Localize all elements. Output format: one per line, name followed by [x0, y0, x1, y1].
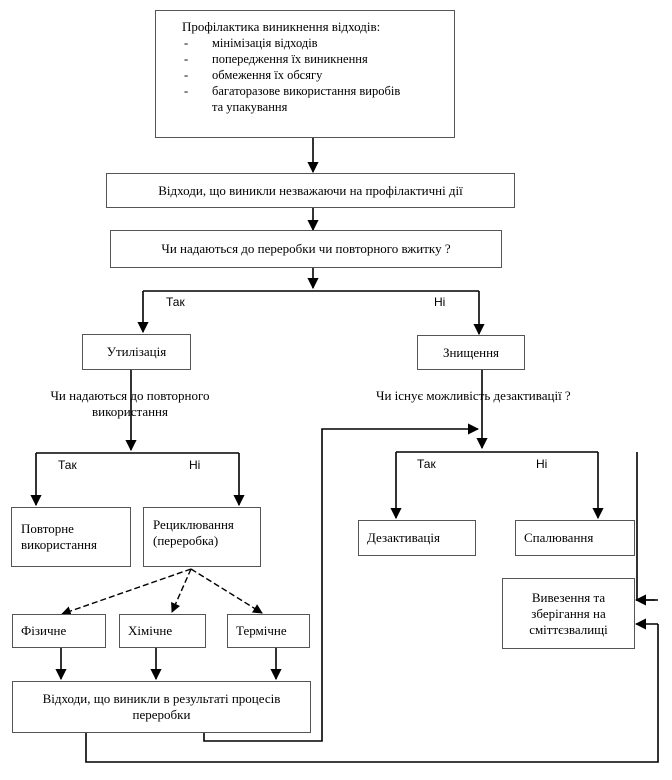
- recycling-box: Рециклювання (переробка): [143, 507, 261, 567]
- prevention-box: Профілактика виникнення відходів: -мінім…: [155, 10, 455, 138]
- question-reuse-label: Чи надаються до повторного використання: [50, 388, 210, 419]
- question-deactivation-label: Чи існує можливість дезактивації ?: [376, 388, 571, 403]
- chemical-box: Хімічне: [119, 614, 206, 648]
- processing-waste-box: Відходи, що виникли в результаті процесі…: [12, 681, 311, 733]
- loop-processing-to-destruction: [203, 423, 480, 742]
- loop-outer-to-landfill: [85, 624, 659, 763]
- reuse-box: Повторне використання: [11, 507, 131, 567]
- reuse-label: Повторне використання: [21, 521, 97, 552]
- dashed-arrow-to-physical: [61, 568, 192, 616]
- label-yes-top: Так: [166, 295, 185, 309]
- prevention-item: -обмеження їх обсягу: [184, 68, 323, 82]
- destruction-box: Знищення: [417, 335, 525, 370]
- label-yes-utilization: Так: [58, 458, 77, 472]
- prevention-list: -мінімізація відходів -попередження їх в…: [156, 35, 454, 115]
- dashed-arrow-to-chemical: [171, 568, 192, 613]
- deactivation-box: Дезактивація: [358, 520, 476, 556]
- label-no-utilization: Ні: [189, 458, 201, 472]
- label-yes-destruction: Так: [417, 457, 436, 471]
- label-no-destruction: Ні: [536, 457, 548, 471]
- question-recycle-box: Чи надаються до переробки чи повторного …: [110, 230, 502, 268]
- prevention-item: -мінімізація відходів: [184, 36, 318, 50]
- prevention-title: Профілактика виникнення відходів:: [182, 19, 381, 34]
- prevention-item: -попередження їх виникнення: [184, 52, 368, 66]
- landfill-box: Вивезення та зберігання на сміттєзвалищі: [502, 578, 635, 649]
- incineration-box: Спалювання: [515, 520, 635, 556]
- prevention-item: -багаторазове використання виробів та уп…: [184, 84, 401, 114]
- recycling-label: Рециклювання: [153, 517, 234, 532]
- processing-waste-label: Відходи, що виникли в результаті процесі…: [42, 691, 281, 722]
- utilization-box: Утилізація: [82, 334, 191, 370]
- line-right-to-landfill-1: [636, 452, 655, 601]
- dashed-arrow-to-thermal: [190, 568, 263, 614]
- thermal-box: Термічне: [227, 614, 310, 648]
- label-no-top: Ні: [434, 295, 446, 309]
- physical-box: Фізичне: [12, 614, 106, 648]
- waste-remaining-box: Відходи, що виникли незважаючи на профіл…: [106, 173, 515, 208]
- recycling-sub-label: (переробка): [153, 533, 219, 548]
